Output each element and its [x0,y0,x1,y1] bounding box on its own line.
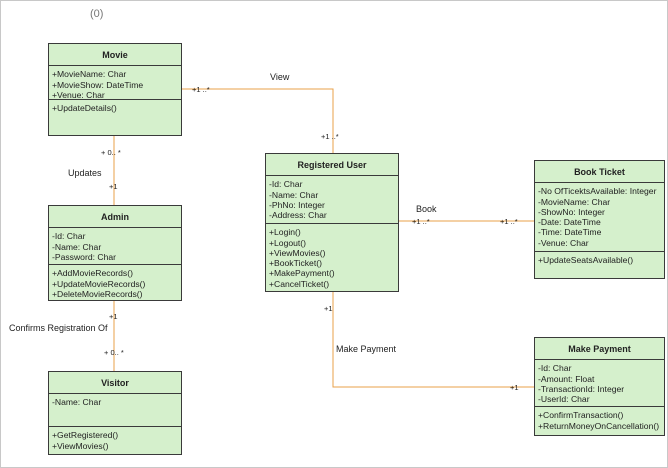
operation: +BookTicket() [269,258,322,269]
payment-label: Make Payment [336,344,397,354]
attribute: -Id: Char [269,179,303,190]
class-movie[interactable]: Movie +MovieName: Char +MovieShow: DateT… [48,43,182,136]
attribute: -Address: Char [269,210,327,221]
attribute: -MovieName: Char [538,196,611,207]
view-association-line [181,88,334,153]
operation: +ReturnMoneyOnCancellation() [538,420,660,431]
attributes-section: -Id: Char -Name: Char -Password: Char [49,228,181,266]
attribute: -Password: Char [52,251,116,262]
book-ticket-multiplicity: +1 ..* [500,217,518,226]
attributes-section: -Name: Char [49,394,181,428]
operations-section: +UpdateDetails() [49,100,181,116]
attribute: -No OfTicektsAvailable: Integer [538,186,657,197]
attribute: -Time: DateTime [538,227,602,238]
class-admin[interactable]: Admin -Id: Char -Name: Char -Password: C… [48,205,182,301]
operation: +AddMovieRecords() [52,268,133,279]
operation: +ConfirmTransaction() [538,410,624,421]
attribute: -UserId: Char [538,394,590,405]
class-name: Registered User [266,154,398,177]
operation: +ViewMovies() [269,247,326,258]
operation: +UpdateSeatsAvailable() [538,255,634,266]
updates-movie-multiplicity: + 0.. * [101,148,121,157]
operations-section: +ConfirmTransaction() +ReturnMoneyOnCanc… [535,407,664,434]
attribute: -Id: Char [538,363,572,374]
operation: +Logout() [269,237,307,248]
confirms-visitor-multiplicity: + 0.. * [104,348,124,357]
class-book-ticket[interactable]: Book Ticket -No OfTicektsAvailable: Inte… [534,160,665,279]
attribute: -Name: Char [52,397,102,408]
attribute: -PhNo: Integer [269,199,325,210]
class-name: Book Ticket [535,161,664,184]
updates-label: Updates [68,168,102,178]
attribute: -Name: Char [269,189,319,200]
attribute: +MovieName: Char [52,69,127,80]
class-make-payment[interactable]: Make Payment -Id: Char -Amount: Float -T… [534,337,665,436]
class-registered-user[interactable]: Registered User -Id: Char -Name: Char -P… [265,153,399,292]
operation: +GetRegistered() [52,430,119,441]
operation: +DeleteMovieRecords() [52,288,143,299]
attributes-section: +MovieName: Char +MovieShow: DateTime +V… [49,66,181,101]
class-name: Visitor [49,372,181,395]
payment-end-multiplicity: +1 [510,383,519,392]
diagram-label: (0) [90,8,104,20]
attributes-section: -Id: Char -Name: Char -PhNo: Integer -Ad… [266,176,398,225]
operation: +MakePayment() [269,268,335,279]
operations-section: +Login() +Logout() +ViewMovies() +BookTi… [266,224,398,292]
operations-section: +GetRegistered() +ViewMovies() [49,427,181,454]
attribute: +MovieShow: DateTime [52,79,144,90]
attributes-section: -Id: Char -Amount: Float -TransactionId:… [535,360,664,408]
class-visitor[interactable]: Visitor -Name: Char +GetRegistered() +Vi… [48,371,182,455]
view-label: View [270,72,290,82]
operation: +UpdateMovieRecords() [52,278,146,289]
view-user-multiplicity: +1 ..* [321,132,339,141]
attributes-section: -No OfTicektsAvailable: Integer -MovieNa… [535,183,664,253]
class-name: Make Payment [535,338,664,361]
book-user-multiplicity: +1 ..* [412,217,430,226]
attribute: -Amount: Float [538,373,595,384]
class-name: Admin [49,206,181,229]
operations-section: +UpdateSeatsAvailable() [535,252,664,268]
attribute: -Name: Char [52,241,102,252]
operation: +CancelTicket() [269,278,330,289]
operation: +Login() [269,227,301,238]
operation: +ViewMovies() [52,440,109,451]
class-name: Movie [49,44,181,67]
operations-section: +AddMovieRecords() +UpdateMovieRecords()… [49,265,181,302]
book-label: Book [416,204,437,214]
payment-user-multiplicity: +1 [324,304,333,313]
confirms-label: Confirms Registration Of [9,323,108,333]
attribute: -ShowNo: Integer [538,206,605,217]
payment-association-line [332,292,534,388]
attribute: -Venue: Char [538,237,589,248]
attribute: -Id: Char [52,231,86,242]
operation: +UpdateDetails() [52,103,117,114]
updates-admin-multiplicity: +1 [109,182,118,191]
view-movie-multiplicity: +1 ..* [192,85,210,94]
attribute: -Date: DateTime [538,217,601,228]
attribute: -TransactionId: Integer [538,383,625,394]
attribute: +Venue: Char [52,89,105,100]
confirms-admin-multiplicity: +1 [109,312,118,321]
